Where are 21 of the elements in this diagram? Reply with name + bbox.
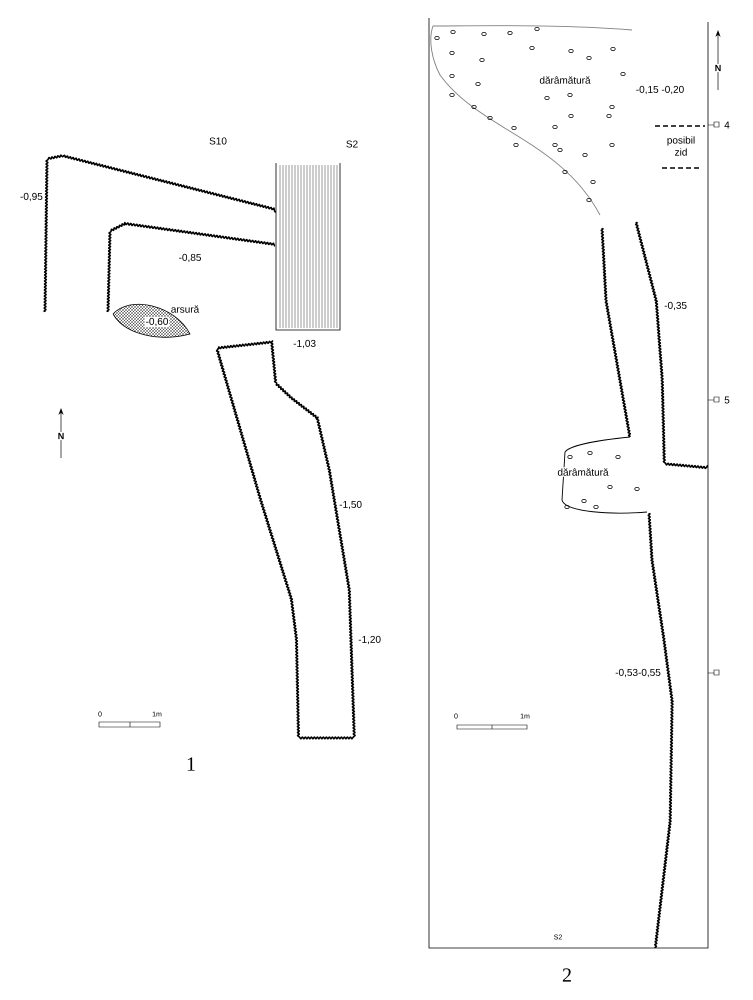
figure-number: 1: [188, 757, 195, 771]
feature-label: arsură: [171, 305, 200, 313]
north-label: N: [56, 432, 66, 440]
depth-label: -1,20: [358, 636, 381, 644]
depth-label: -1,50: [340, 500, 362, 510]
depth-label: -0,95: [20, 192, 42, 202]
depth-label: -0,60: [144, 316, 170, 328]
depth-label: -0,35: [664, 302, 687, 310]
depth-label: -0,15 -0,20: [636, 86, 684, 94]
depth-label: -1,03: [294, 340, 316, 348]
trench-label: S2: [346, 140, 358, 148]
feature-label: dărâmătură: [540, 76, 591, 84]
figure-number: 2: [562, 968, 571, 982]
north-label: N: [714, 64, 722, 72]
trench-label: S10: [210, 137, 226, 145]
feature-label: dărâmătură: [556, 467, 610, 477]
grid-label: 5: [724, 396, 730, 404]
depth-label: -0,53-0,55: [616, 668, 660, 678]
feature-label: posibil zid: [667, 136, 694, 156]
grid-label: 4: [724, 122, 730, 128]
depth-label: -0,85: [179, 254, 201, 262]
